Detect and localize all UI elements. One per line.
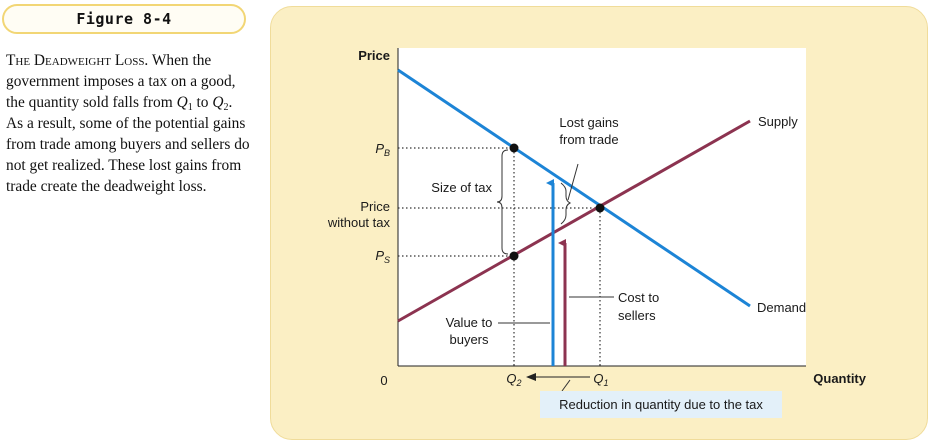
demand-label: Demand xyxy=(757,300,806,315)
price-without-tax-label-line1: Price xyxy=(360,199,390,214)
q2-label: Q2 xyxy=(506,371,521,388)
origin-label: 0 xyxy=(380,373,387,388)
value-to-buyers-label-line1: Value to xyxy=(446,315,493,330)
cost-to-sellers-label-line1: Cost to xyxy=(618,290,659,305)
caption-q2-sub: 2 xyxy=(223,102,229,113)
reduction-leader xyxy=(561,379,571,392)
figure-caption: The Deadweight Loss. When the government… xyxy=(6,50,250,197)
demand-curve xyxy=(397,68,751,308)
figure-badge: Figure 8-4 xyxy=(2,4,246,34)
caption-text-2: to xyxy=(192,94,213,111)
caption-text-1: When the government imposes a tax on a g… xyxy=(6,52,236,111)
size-of-tax-label: Size of tax xyxy=(431,180,492,195)
caption-q1-sub: 1 xyxy=(187,102,193,113)
lost-gains-leader-line xyxy=(567,163,579,201)
reduction-label: Reduction in quantity due to the tax xyxy=(559,397,763,412)
caption-q2-letter: Q xyxy=(212,94,224,111)
value-to-buyers-label-line2: buyers xyxy=(449,332,489,347)
equilibrium-point xyxy=(595,203,605,213)
lost-gains-brace xyxy=(560,182,572,225)
pb-label: PB xyxy=(375,141,390,158)
lost-gains-label-line1: Lost gains xyxy=(559,115,619,130)
x-axis-label: Quantity xyxy=(813,371,866,386)
size-of-tax-brace xyxy=(496,149,509,255)
reduction-arrowhead xyxy=(526,373,536,381)
lost-gains-label-line2: from trade xyxy=(559,132,618,147)
supply-curve xyxy=(397,119,751,323)
caption-text-3: . As a result, some of the potential gai… xyxy=(6,94,250,195)
cost-to-sellers-label-line2: sellers xyxy=(618,308,656,323)
supply-label: Supply xyxy=(758,114,798,129)
q1-label: Q1 xyxy=(593,371,608,388)
reduction-callout-box xyxy=(540,391,782,418)
seller-price-point xyxy=(509,251,519,261)
buyer-price-point xyxy=(509,143,519,153)
ps-label: PS xyxy=(375,248,390,265)
caption-heading: The Deadweight Loss. xyxy=(6,52,149,69)
figure-title: Figure 8-4 xyxy=(76,10,172,28)
caption-q1-letter: Q xyxy=(176,94,188,111)
y-axis-label: Price xyxy=(358,48,390,63)
price-without-tax-label-line2: without tax xyxy=(327,215,391,230)
